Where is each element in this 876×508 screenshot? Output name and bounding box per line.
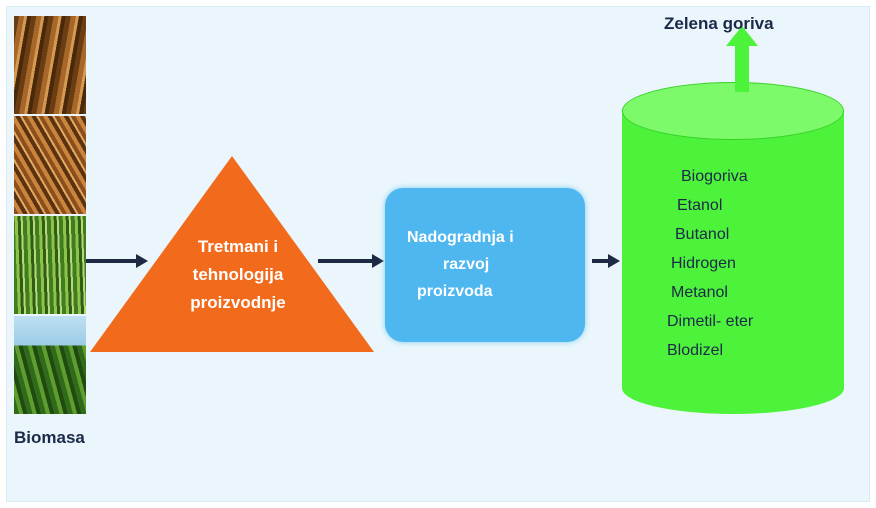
treatment-text: Tretmani i tehnologija proizvodnje	[158, 233, 318, 317]
biofuel-item: Metanol	[671, 284, 728, 301]
upgrade-line-3: proizvoda	[417, 283, 493, 300]
arrow-head-icon	[372, 254, 384, 268]
up-arrow-icon	[726, 26, 758, 46]
biofuel-item: Blodizel	[667, 342, 724, 359]
green-fuels-label: Zelena goriva	[664, 14, 774, 33]
cylinder-top	[622, 82, 844, 140]
biomass-label: Biomasa	[14, 428, 85, 447]
biofuels-cylinder	[622, 110, 844, 388]
treatment-line-1: Tretmani i	[197, 237, 279, 256]
corn-field-photo	[14, 316, 86, 414]
upgrade-box	[385, 188, 585, 342]
treatment-line-3: proizvodnje	[190, 293, 286, 312]
biofuel-item: Etanol	[677, 197, 723, 214]
straw-photo	[14, 16, 86, 114]
biofuel-item: Biogoriva	[681, 168, 748, 185]
arrow-treatment-to-upgrade	[318, 259, 374, 263]
output-arrow-shaft	[735, 44, 749, 92]
biofuels-list: Biogoriva Etanol Butanol Hidrogen Metano…	[667, 162, 837, 365]
upgrade-line-1: Nadogradnja i	[407, 229, 514, 246]
upgrade-text: Nadogradnja i razvoj proizvoda	[407, 224, 577, 305]
dry-stalks-photo	[14, 116, 86, 214]
biomass-image-strip	[14, 16, 86, 416]
biofuel-item: Hidrogen	[671, 255, 736, 272]
upgrade-line-2: razvoj	[443, 256, 490, 273]
arrow-biomass-to-treatment	[86, 259, 138, 263]
biofuel-item: Butanol	[675, 226, 730, 243]
biofuel-item: Dimetil- eter	[667, 313, 754, 330]
arrow-upgrade-to-biofuels	[592, 259, 610, 263]
treatment-line-2: tehnologija	[192, 265, 284, 284]
arrow-head-icon	[136, 254, 148, 268]
grass-photo	[14, 216, 86, 314]
triangle-shape	[90, 156, 374, 352]
arrow-head-icon	[608, 254, 620, 268]
